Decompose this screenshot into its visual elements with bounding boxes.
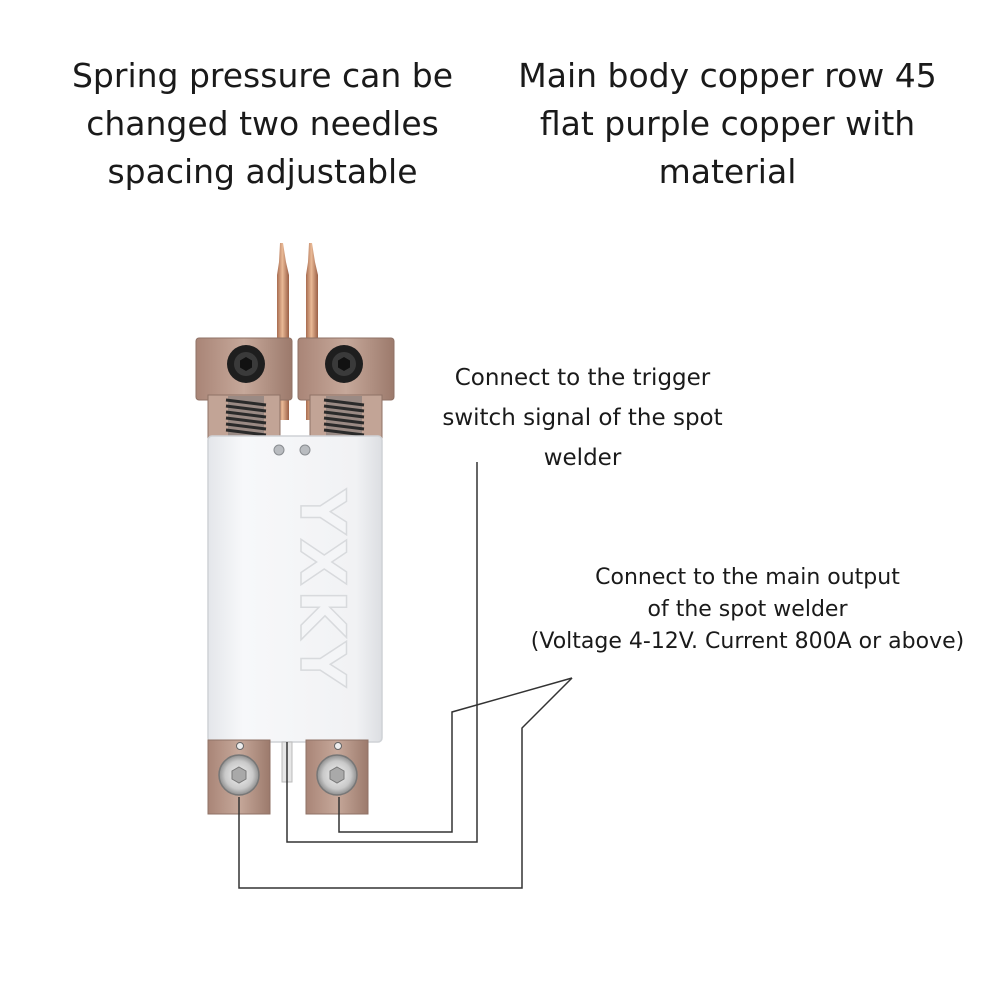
trigger-callout: Connect to the trigger switch signal of … (442, 365, 723, 471)
spring-left-icon (225, 396, 267, 438)
clamp-screw-right-icon (325, 345, 363, 383)
clamp-screw-left-icon (227, 345, 265, 383)
aluminium-housing: YXKY (207, 435, 383, 743)
trigger-signal-line (286, 462, 478, 843)
housing-screw-icon (299, 444, 311, 456)
brand-logo: YXKY (286, 488, 359, 691)
spring-right-icon (323, 396, 365, 438)
output-terminal-right (305, 739, 369, 815)
main-output-line-right (338, 677, 573, 833)
housing-screw-icon (273, 444, 285, 456)
body-material-caption: Main body copper row 45 flat purple copp… (518, 56, 937, 191)
spring-caption: Spring pressure can be changed two needl… (71, 56, 454, 191)
main-output-line-left (238, 677, 573, 889)
main-output-callout: Connect to the main output of the spot w… (530, 565, 965, 654)
